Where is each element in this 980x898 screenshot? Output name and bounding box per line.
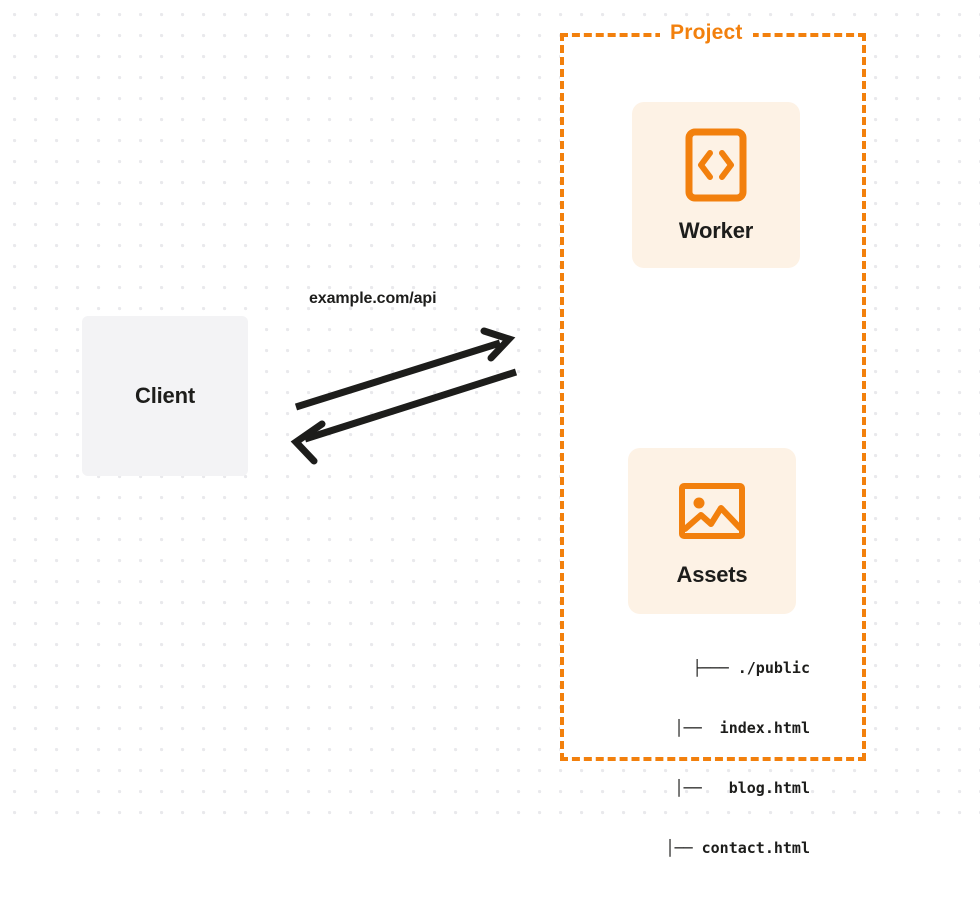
worker-card-label: Worker <box>678 218 754 243</box>
file-tree-row: │── contact.html <box>665 839 811 857</box>
image-icon <box>678 482 746 540</box>
assets-card-label: Assets <box>676 562 748 587</box>
worker-card[interactable]: Worker <box>632 102 800 268</box>
client-node-label: Client <box>135 383 195 408</box>
file-tree-row: ├─── ./public <box>692 659 810 677</box>
diagram-canvas: Worker Assets ├─── ./public │── index.ht… <box>0 0 980 857</box>
client-node[interactable]: Client <box>82 316 248 476</box>
project-container-label: Project <box>660 20 753 46</box>
file-tree-row: │── blog.html <box>674 779 810 797</box>
response-arrow <box>290 368 518 465</box>
request-arrow <box>294 327 516 411</box>
connection-label: example.com/api <box>309 290 437 307</box>
code-brackets-icon <box>685 128 747 202</box>
assets-card[interactable]: Assets <box>628 448 796 614</box>
assets-file-tree: ├─── ./public │── index.html │── blog.ht… <box>600 618 811 898</box>
file-tree-row: │── index.html <box>674 719 810 737</box>
